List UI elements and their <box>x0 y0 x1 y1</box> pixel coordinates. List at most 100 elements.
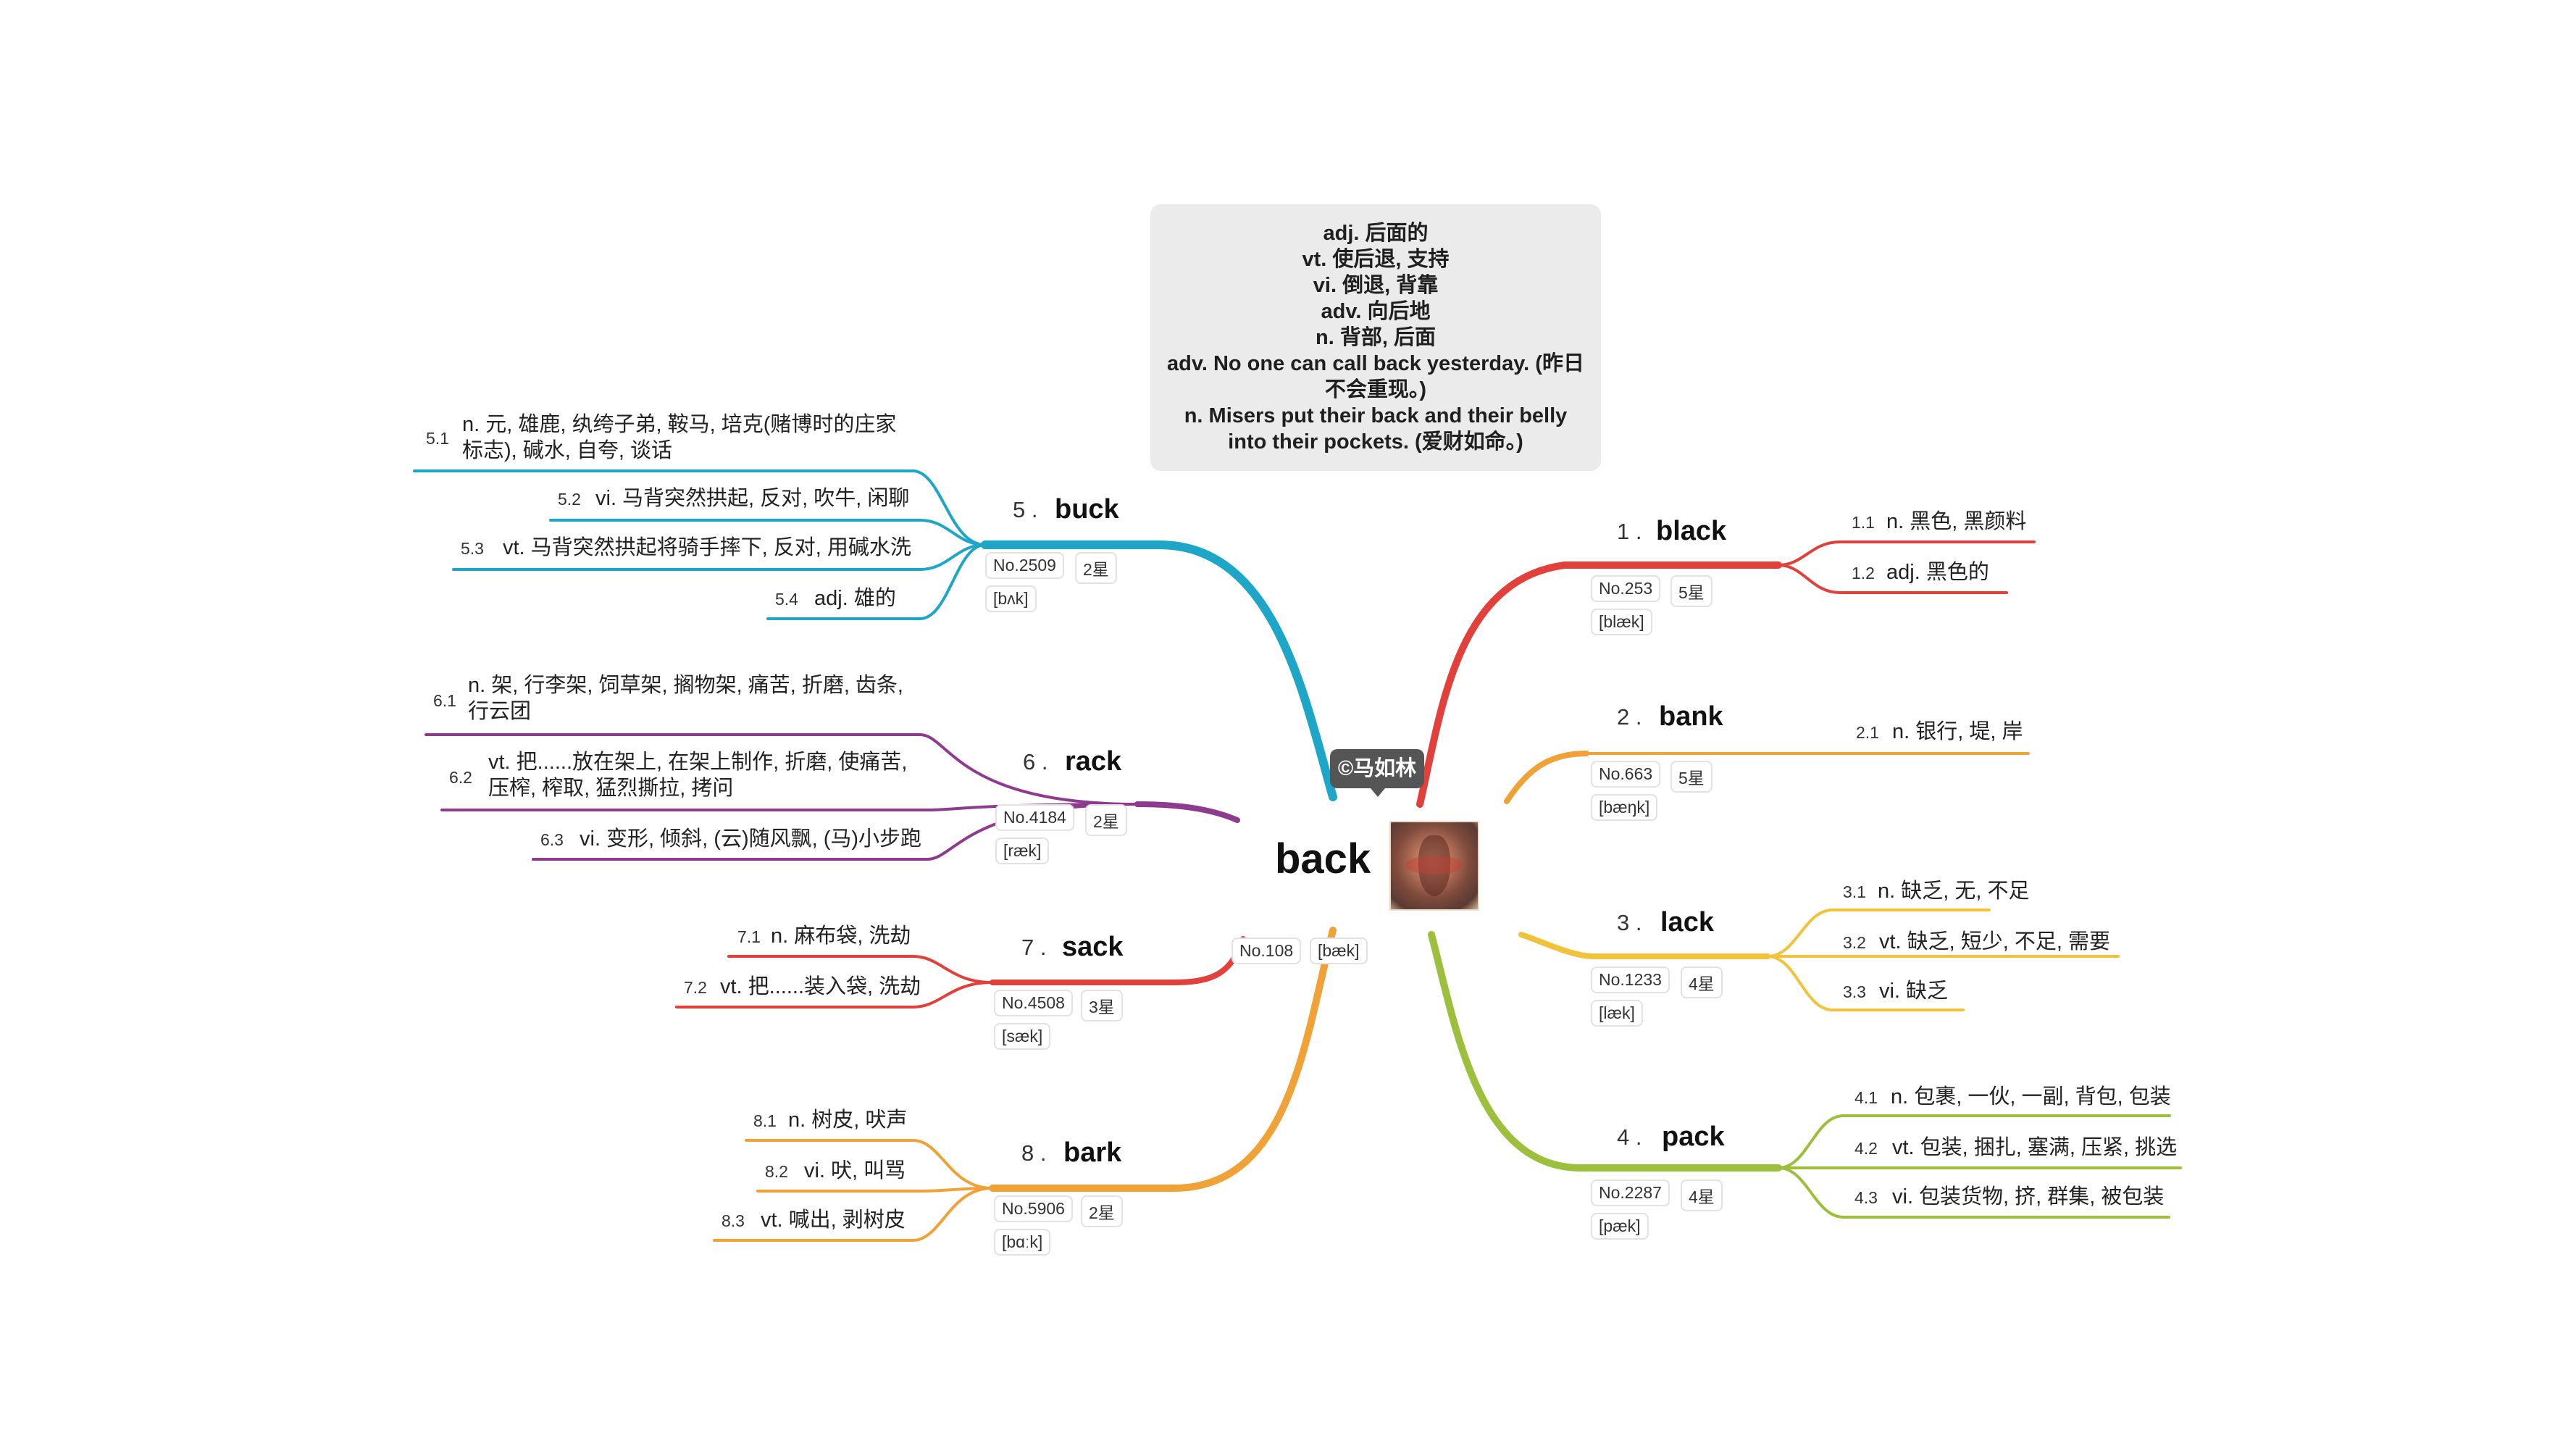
item-text[interactable]: vt. 马背突然拱起将骑手摔下, 反对, 用碱水洗 <box>503 536 911 559</box>
branch-number: 6 . <box>1023 749 1048 774</box>
stars-tag: 2星 <box>1081 1195 1123 1227</box>
item-number: 4.1 <box>1854 1088 1878 1107</box>
sub-connector <box>1777 540 2036 567</box>
frequency-tag: No.4508 <box>994 990 1073 1016</box>
branch-word-bank[interactable]: bank <box>1659 701 1723 732</box>
branch-connector-bark <box>989 927 1337 1192</box>
phonetic-tag: [blæk] <box>1591 609 1652 635</box>
frequency-tag: No.5906 <box>994 1195 1073 1222</box>
item-text[interactable]: vt. 把......装入袋, 洗劫 <box>720 975 921 998</box>
item-number: 6.2 <box>449 768 472 787</box>
item-text[interactable]: vt. 包装, 捆扎, 塞满, 压紧, 挑选 <box>1892 1136 2178 1159</box>
item-number: 7.2 <box>684 978 707 997</box>
sub-connector <box>713 1187 994 1242</box>
item-text[interactable]: n. 元, 雄鹿, 纨绔子弟, 鞍马, 培克(赌博时的庄家标志), 碱水, 自夸… <box>462 413 897 462</box>
item-text[interactable]: n. 黑色, 黑颜料 <box>1886 510 2027 533</box>
sub-connector <box>766 543 987 620</box>
branch-word-pack[interactable]: pack <box>1662 1122 1725 1152</box>
item-text[interactable]: vt. 把......放在架上, 在架上制作, 折磨, 使痛苦, 压榨, 榨取,… <box>488 751 908 800</box>
frequency-tag: No.1233 <box>1591 966 1670 993</box>
phonetic-tag: [bʌk] <box>985 585 1037 612</box>
item-number: 8.2 <box>765 1162 788 1181</box>
item-text[interactable]: vt. 缺乏, 短少, 不足, 需要 <box>1879 930 2111 953</box>
phonetic-tag: [bɑːk] <box>994 1229 1051 1256</box>
stars-tag: 5星 <box>1670 575 1713 607</box>
definition-line: n. 背部, 后面 <box>1316 326 1436 349</box>
item-text[interactable]: vi. 变形, 倾斜, (云)随风飘, (马)小步跑 <box>580 827 922 851</box>
item-number: 4.3 <box>1854 1188 1878 1207</box>
branch-number: 1 . <box>1617 519 1642 544</box>
stars-tag: 5星 <box>1670 761 1713 793</box>
branch-word-black[interactable]: black <box>1656 516 1727 546</box>
phonetic-tag: [pæk] <box>1591 1213 1649 1240</box>
branch-number: 7 . <box>1021 935 1047 960</box>
item-text[interactable]: adj. 雄的 <box>814 587 896 610</box>
item-text[interactable]: adj. 黑色的 <box>1886 561 1989 584</box>
branch-word-rack[interactable]: rack <box>1065 746 1122 777</box>
definition-line: into their pockets. (爱财如命。) <box>1228 430 1523 454</box>
branch-connector-pack <box>1428 931 1782 1172</box>
item-number: 8.3 <box>722 1211 745 1230</box>
item-text[interactable]: vi. 包装货物, 挤, 群集, 被包装 <box>1892 1185 2165 1208</box>
branch-number: 2 . <box>1617 704 1642 730</box>
sub-connector <box>440 803 1139 811</box>
sub-connector <box>1777 1166 2170 1219</box>
item-text[interactable]: n. 缺乏, 无, 不足 <box>1878 880 2030 903</box>
phonetic-tag: [ræk] <box>995 838 1050 864</box>
branch-connector-lack <box>1518 932 1770 959</box>
frequency-tag: No.2287 <box>1591 1179 1670 1206</box>
item-text[interactable]: n. 银行, 堤, 岸 <box>1892 720 2023 743</box>
stars-tag: 2星 <box>1075 552 1117 584</box>
phonetic-tag: [læk] <box>1591 1000 1643 1027</box>
branch-word-sack[interactable]: sack <box>1062 932 1124 962</box>
item-number: 3.3 <box>1843 982 1866 1001</box>
central-topic[interactable]: back <box>1275 835 1371 882</box>
item-text[interactable]: vt. 喊出, 剥树皮 <box>761 1208 906 1232</box>
frequency-tag: No.2509 <box>985 552 1064 579</box>
definition-line: n. Misers put their back and their belly <box>1184 404 1568 427</box>
item-number: 8.1 <box>753 1111 777 1130</box>
branch-word-buck[interactable]: buck <box>1055 494 1119 525</box>
item-number: 7.1 <box>737 927 761 946</box>
stars-tag: 3星 <box>1081 990 1123 1022</box>
sub-connector <box>727 955 994 984</box>
branch-number: 3 . <box>1617 910 1642 935</box>
item-text[interactable]: n. 包裹, 一伙, 一副, 背包, 包装 <box>1891 1085 2171 1108</box>
item-number: 5.1 <box>426 429 449 448</box>
item-number: 3.1 <box>1843 882 1866 901</box>
stars-tag: 2星 <box>1085 804 1127 836</box>
item-number: 1.2 <box>1852 564 1875 582</box>
branch-word-lack[interactable]: lack <box>1660 907 1714 938</box>
item-text[interactable]: n. 麻布袋, 洗劫 <box>771 924 911 948</box>
branch-word-bark[interactable]: bark <box>1063 1137 1122 1168</box>
item-text[interactable]: vi. 缺乏 <box>1879 980 1949 1003</box>
item-number: 5.4 <box>775 590 798 609</box>
sub-connector <box>1766 909 1991 958</box>
stars-tag: 4星 <box>1681 966 1723 998</box>
item-text[interactable]: vi. 吠, 叫骂 <box>804 1159 906 1182</box>
item-text[interactable]: n. 树皮, 吠声 <box>788 1108 908 1132</box>
branch-connector-bank <box>1504 751 1589 804</box>
branch-number: 8 . <box>1021 1140 1047 1166</box>
item-text[interactable]: n. 架, 行李架, 饲草架, 搁物架, 痛苦, 折磨, 齿条, 行云团 <box>468 674 903 723</box>
sub-connector <box>549 519 987 546</box>
item-text[interactable]: vi. 马背突然拱起, 反对, 吹牛, 闲聊 <box>595 487 910 510</box>
item-number: 6.3 <box>540 830 564 849</box>
definitions-box[interactable]: adj. 后面的 vt. 使后退, 支持 vi. 倒退, 背靠 adv. 向后地… <box>1150 204 1601 471</box>
frequency-tag: No.663 <box>1591 761 1661 788</box>
frequency-tag: No.4184 <box>995 804 1074 831</box>
item-number: 5.3 <box>461 539 484 558</box>
branch-number: 5 . <box>1013 497 1038 522</box>
phonetic-tag: [sæk] <box>994 1023 1051 1050</box>
branch-connector-black <box>1416 561 1782 808</box>
definition-line: vi. 倒退, 背靠 <box>1313 274 1439 297</box>
frequency-tag: No.253 <box>1591 575 1661 602</box>
sub-connector <box>675 981 994 1009</box>
sub-connector <box>1777 564 2008 594</box>
definition-line: vt. 使后退, 支持 <box>1302 248 1450 271</box>
branch-connector-rack <box>1134 801 1240 823</box>
branch-number: 4 . <box>1617 1124 1642 1150</box>
item-number: 5.2 <box>558 490 581 509</box>
definition-line: adj. 后面的 <box>1323 222 1429 245</box>
